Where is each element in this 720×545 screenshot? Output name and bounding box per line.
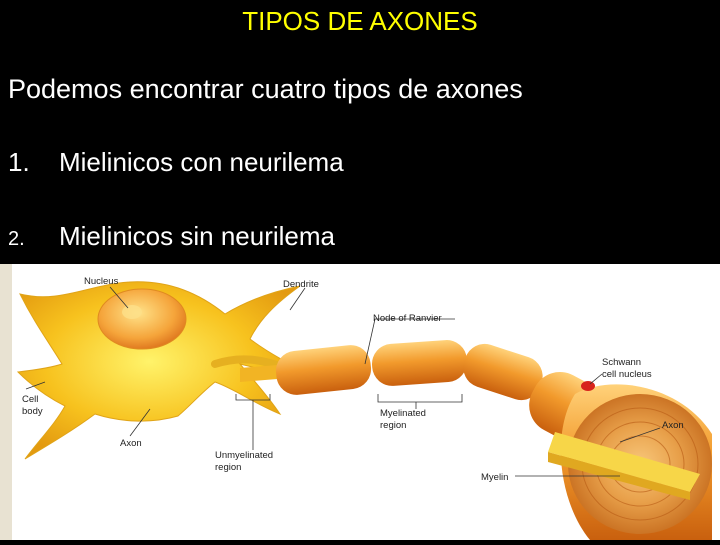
- list-number: 2.: [8, 228, 25, 250]
- label-axon-right: Axon: [662, 420, 684, 431]
- page-edge: [0, 264, 12, 540]
- label-axon-left: Axon: [120, 438, 142, 449]
- label-unmyelinated: Unmyelinated: [215, 450, 273, 461]
- label-dendrite: Dendrite: [283, 279, 319, 290]
- label-node-of-ranvier: Node of Ranvier: [373, 313, 442, 324]
- nucleus-shape: [97, 288, 187, 350]
- label-myelin: Myelin: [481, 472, 508, 483]
- label-schwann: Schwann: [602, 357, 641, 368]
- label-nucleus: Nucleus: [84, 276, 119, 287]
- label-body: body: [22, 406, 43, 417]
- label-cell: Cell: [22, 394, 38, 405]
- intro-text: Podemos encontrar cuatro tipos de axones: [8, 74, 523, 104]
- neuron-illustration: Nucleus Dendrite Node of Ranvier Schwann…: [0, 264, 720, 540]
- list-number: 1.: [8, 147, 30, 177]
- list-text: Mielinicos con neurilema: [59, 147, 344, 177]
- label-myelinated-region: region: [380, 420, 406, 431]
- label-unmyelinated-region: region: [215, 462, 241, 473]
- leader-lines: [25, 286, 661, 477]
- neuron-diagram: Nucleus Dendrite Node of Ranvier Schwann…: [0, 264, 720, 540]
- slide-title: TIPOS DE AXONES: [242, 6, 478, 36]
- list-item: 2. Mielinicos sin neurilema: [8, 221, 335, 252]
- schwann-nucleus-shape: [581, 381, 595, 391]
- label-schwann-nucleus: cell nucleus: [602, 369, 652, 380]
- label-myelinated: Myelinated: [380, 408, 426, 419]
- list-text: Mielinicos sin neurilema: [59, 221, 335, 251]
- list-item: 1. Mielinicos con neurilema: [8, 147, 344, 178]
